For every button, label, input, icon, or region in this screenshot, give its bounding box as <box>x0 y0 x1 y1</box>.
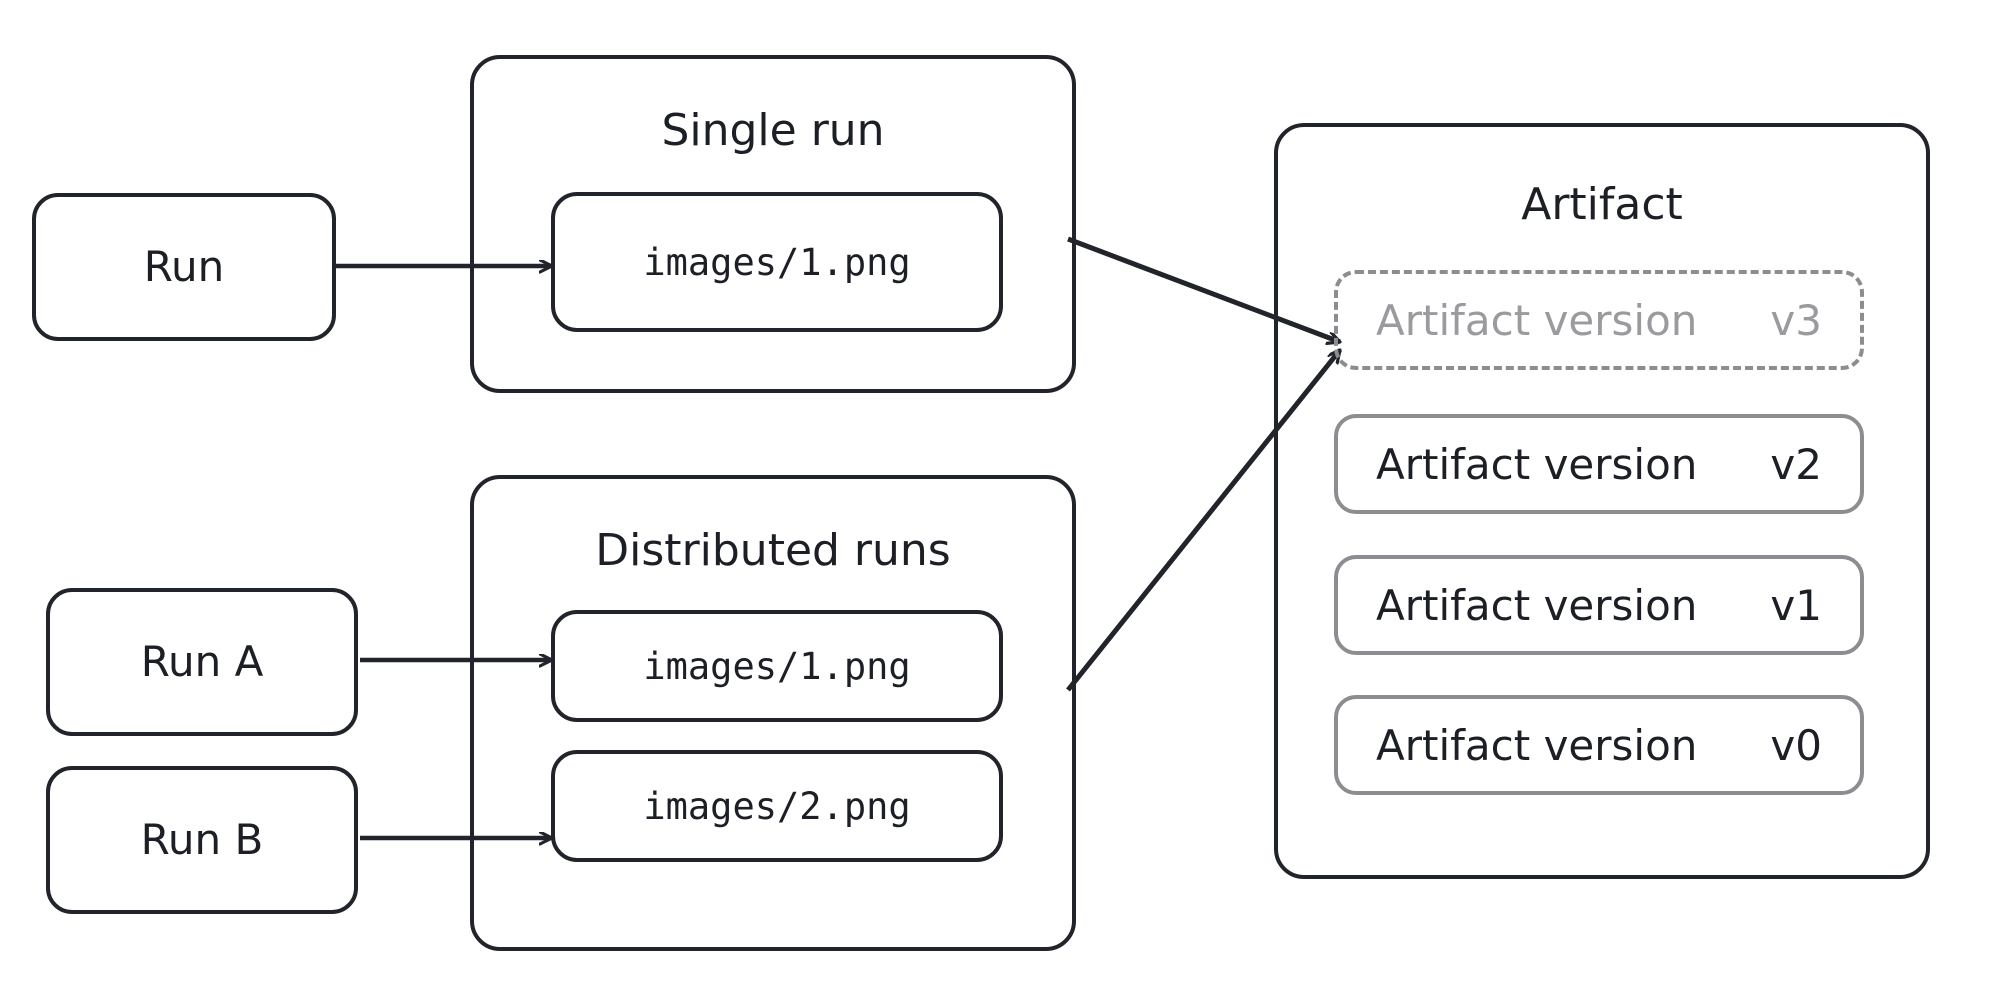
run-node[interactable]: Run <box>32 193 336 341</box>
artifact-version-row-v0[interactable]: Artifact version v0 <box>1334 695 1864 795</box>
single-run-file-label: images/1.png <box>643 240 911 284</box>
artifact-version-number-v1: v1 <box>1770 580 1822 630</box>
artifact-version-name-v1: Artifact version <box>1376 580 1698 630</box>
single-run-group-title: Single run <box>661 105 885 156</box>
artifact-version-number-v2: v2 <box>1770 439 1822 489</box>
run-a-node-label: Run A <box>140 637 264 686</box>
run-node-label: Run <box>143 242 225 291</box>
artifact-version-name-v2: Artifact version <box>1376 439 1698 489</box>
run-b-node[interactable]: Run B <box>46 766 358 914</box>
distributed-file-label-1: images/1.png <box>643 644 911 688</box>
run-b-node-label: Run B <box>140 815 264 864</box>
artifact-version-number-v0: v0 <box>1770 720 1822 770</box>
artifact-panel[interactable]: Artifact <box>1274 123 1930 879</box>
distributed-file-label-2: images/2.png <box>643 784 911 828</box>
artifact-version-name-v0: Artifact version <box>1376 720 1698 770</box>
single-run-file-box[interactable]: images/1.png <box>551 192 1003 332</box>
single-run-group[interactable]: Single run <box>470 55 1076 393</box>
distributed-runs-group[interactable]: Distributed runs <box>470 475 1076 951</box>
artifact-version-row-v3[interactable]: Artifact version v3 <box>1334 270 1864 370</box>
artifact-version-number-v3: v3 <box>1770 295 1822 345</box>
distributed-runs-group-title: Distributed runs <box>595 525 951 576</box>
artifact-version-row-v2[interactable]: Artifact version v2 <box>1334 414 1864 514</box>
artifact-version-name-v3: Artifact version <box>1376 295 1698 345</box>
distributed-file-box-1[interactable]: images/1.png <box>551 610 1003 722</box>
artifact-panel-title: Artifact <box>1521 179 1683 230</box>
distributed-file-box-2[interactable]: images/2.png <box>551 750 1003 862</box>
run-a-node[interactable]: Run A <box>46 588 358 736</box>
artifact-version-row-v1[interactable]: Artifact version v1 <box>1334 555 1864 655</box>
